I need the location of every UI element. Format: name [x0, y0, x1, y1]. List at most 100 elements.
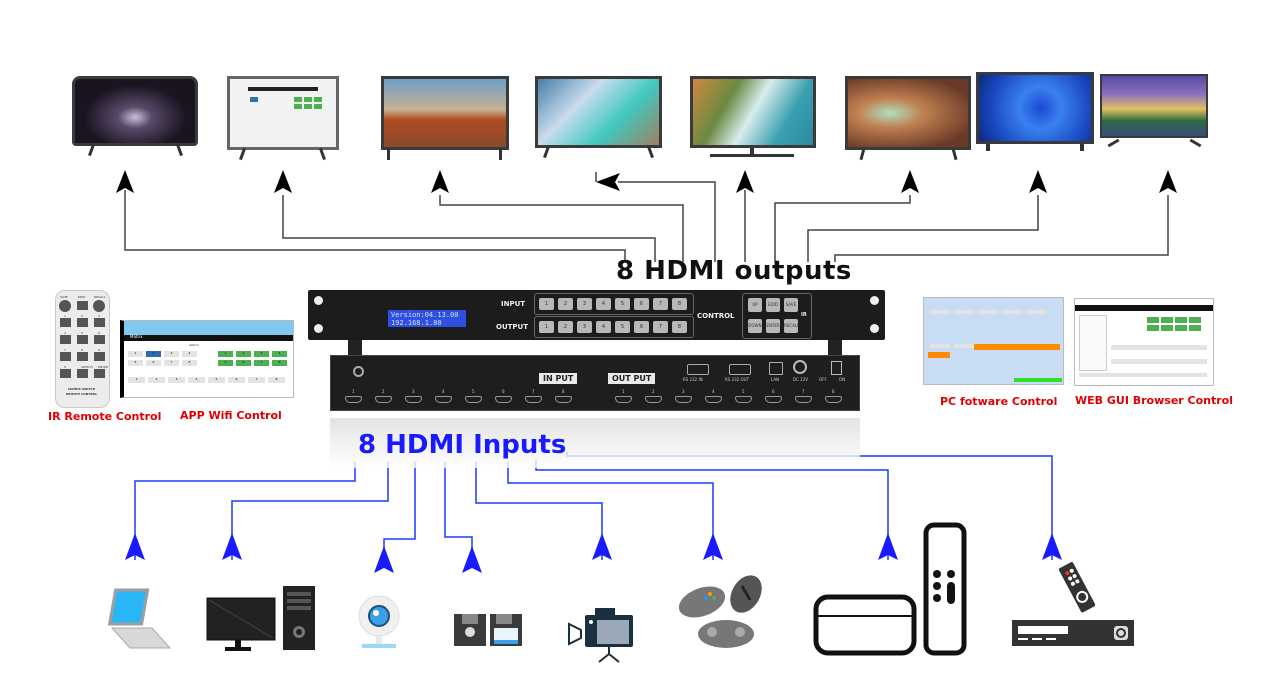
remote-key-0[interactable]	[60, 369, 71, 378]
output-button-5[interactable]: 5	[615, 321, 630, 333]
input-button-8[interactable]: 8	[672, 298, 687, 310]
input-button-2[interactable]: 2	[558, 298, 573, 310]
recall-button[interactable]: RECALL	[784, 319, 799, 333]
hdmi-input-port-5[interactable]	[465, 396, 482, 403]
app-recall-button-1[interactable]: 1	[128, 377, 145, 383]
input-button-4[interactable]: 4	[596, 298, 611, 310]
output-button-7[interactable]: 7	[653, 321, 668, 333]
app-input-button-4[interactable]: 4	[182, 351, 197, 357]
output-button-3[interactable]: 3	[577, 321, 592, 333]
input-lines	[134, 452, 1053, 560]
hdmi-output-port-1[interactable]	[615, 396, 632, 403]
power-switch[interactable]	[831, 361, 842, 375]
output-button-6[interactable]: 6	[634, 321, 649, 333]
ground-screw-icon	[353, 366, 364, 377]
input-line-3	[383, 462, 416, 560]
remote-key-label: RECALL	[94, 295, 106, 299]
remote-key-2[interactable]	[77, 318, 88, 327]
streaming-box-icon	[813, 594, 917, 660]
hdmi-output-port-number: 3	[682, 389, 685, 394]
input-button-7[interactable]: 7	[653, 298, 668, 310]
enter-button[interactable]: ENTER	[766, 319, 780, 333]
app-input-button-1[interactable]: 1	[128, 351, 143, 357]
game-controllers-icon	[676, 572, 772, 662]
web-gui-label: WEB GUI Browser Control	[1075, 394, 1234, 407]
panel-reflection	[330, 418, 860, 468]
save-button[interactable]: SAVE	[784, 298, 798, 312]
app-input-button-2[interactable]: 2	[146, 351, 161, 357]
output-lines	[124, 181, 1169, 262]
app-input-button-7[interactable]: 7	[164, 360, 179, 366]
remote-key-enter[interactable]	[94, 369, 105, 378]
app-output-button-8[interactable]: 8	[272, 360, 287, 366]
hdmi-output-port-6[interactable]	[765, 396, 782, 403]
remote-key-8[interactable]	[77, 352, 88, 361]
app-input-button-8[interactable]: 8	[182, 360, 197, 366]
hdmi-input-port-8[interactable]	[555, 396, 572, 403]
hdmi-output-port-4[interactable]	[705, 396, 722, 403]
remote-key-3[interactable]	[94, 318, 105, 327]
rs232-out-port[interactable]	[729, 364, 751, 375]
app-recall-button-5[interactable]: 5	[208, 377, 225, 383]
remote-key-7[interactable]	[60, 352, 71, 361]
app-recall-button-3[interactable]: 3	[168, 377, 185, 383]
remote-key-5[interactable]	[77, 335, 88, 344]
app-recall-button-6[interactable]: 6	[228, 377, 245, 383]
up-button[interactable]: UP	[748, 298, 762, 312]
remote-key-switch[interactable]	[77, 369, 88, 378]
down-button[interactable]: DOWN	[748, 319, 762, 333]
output-button-group: 1 2 3 4 5 6 7 8	[534, 316, 694, 338]
rs232-in-port[interactable]	[687, 364, 709, 375]
remote-key-label: EDID	[78, 295, 86, 299]
app-recall-button-7[interactable]: 7	[248, 377, 265, 383]
remote-key-6[interactable]	[94, 335, 105, 344]
output-line-8	[834, 195, 1169, 262]
output-button-1[interactable]: 1	[539, 321, 554, 333]
app-recall-button-4[interactable]: 4	[188, 377, 205, 383]
app-output-button-2[interactable]: 2	[236, 351, 251, 357]
remote-save-key[interactable]	[59, 300, 71, 312]
input-line-1	[134, 462, 356, 560]
hdmi-input-port-2[interactable]	[375, 396, 392, 403]
hdmi-output-port-number: 8	[832, 389, 835, 394]
remote-key-1[interactable]	[60, 318, 71, 327]
app-output-button-5[interactable]: 5	[218, 360, 233, 366]
app-input-button-6[interactable]: 6	[146, 360, 161, 366]
app-output-button-6[interactable]: 6	[236, 360, 251, 366]
output-button-8[interactable]: 8	[672, 321, 687, 333]
input-button-3[interactable]: 3	[577, 298, 592, 310]
output-button-4[interactable]: 4	[596, 321, 611, 333]
remote-key-9[interactable]	[94, 352, 105, 361]
hdmi-input-port-7[interactable]	[525, 396, 542, 403]
input-button-5[interactable]: 5	[615, 298, 630, 310]
hdmi-input-port-3[interactable]	[405, 396, 422, 403]
edid-button[interactable]: EDID	[766, 298, 780, 312]
hdmi-output-port-7[interactable]	[795, 396, 812, 403]
hdmi-output-port-5[interactable]	[735, 396, 752, 403]
hdmi-input-port-1[interactable]	[345, 396, 362, 403]
hdmi-input-port-6[interactable]	[495, 396, 512, 403]
input-line-7	[535, 460, 889, 560]
app-output-button-1[interactable]: 1	[218, 351, 233, 357]
remote-edid-key[interactable]	[77, 301, 88, 310]
input-button-6[interactable]: 6	[634, 298, 649, 310]
app-output-button-4[interactable]: 4	[272, 351, 287, 357]
app-output-button-7[interactable]: 7	[254, 360, 269, 366]
lcd-version: Version:04.13.00	[391, 311, 459, 319]
remote-key-4[interactable]	[60, 335, 71, 344]
output-button-2[interactable]: 2	[558, 321, 573, 333]
hdmi-output-port-8[interactable]	[825, 396, 842, 403]
app-recall-button-8[interactable]: 8	[268, 377, 285, 383]
app-recall-button-2[interactable]: 2	[148, 377, 165, 383]
lan-port[interactable]	[769, 362, 783, 375]
app-output-button-3[interactable]: 3	[254, 351, 269, 357]
input-button-1[interactable]: 1	[539, 298, 554, 310]
dc-power-jack[interactable]	[793, 360, 807, 374]
hdmi-input-port-4[interactable]	[435, 396, 452, 403]
app-input-button-5[interactable]: 5	[128, 360, 143, 366]
remote-recall-key[interactable]	[93, 300, 105, 312]
hdmi-output-port-2[interactable]	[645, 396, 662, 403]
hdmi-output-port-3[interactable]	[675, 396, 692, 403]
app-input-button-3[interactable]: 3	[164, 351, 179, 357]
